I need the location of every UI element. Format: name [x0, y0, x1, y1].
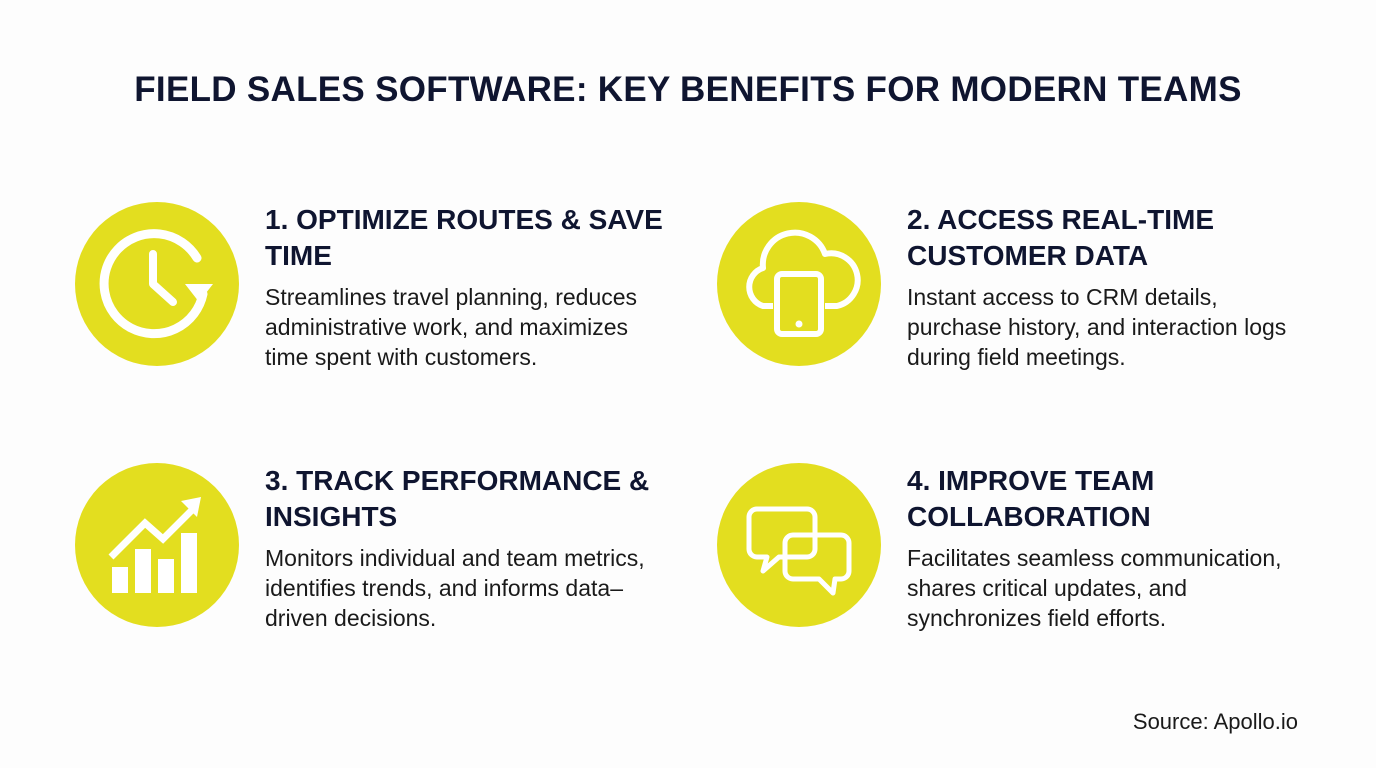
source-citation: Source: Apollo.io [1132, 709, 1298, 734]
benefit-heading: 3. TRACK PERFORMANCE & INSIGHTS [265, 465, 650, 532]
chat-bubbles-icon [717, 463, 881, 627]
clock-refresh-icon [75, 202, 239, 366]
benefit-card-customer-data: 2. ACCESS REAL-TIME CUSTOMER DATA Instan… [717, 202, 1317, 422]
benefit-description: Instant access to CRM details, purchase … [907, 284, 1287, 370]
growth-chart-icon [75, 463, 239, 627]
benefit-heading: 4. IMPROVE TEAM COLLABORATION [907, 465, 1155, 532]
benefit-heading: 1. OPTIMIZE ROUTES & SAVE TIME [265, 204, 663, 271]
benefit-description: Streamlines travel planning, reduces adm… [265, 284, 638, 370]
benefit-card-performance: 3. TRACK PERFORMANCE & INSIGHTS Monitors… [75, 463, 675, 683]
page-title: FIELD SALES SOFTWARE: KEY BENEFITS FOR M… [134, 70, 1242, 109]
benefit-heading: 2. ACCESS REAL-TIME CUSTOMER DATA [907, 204, 1214, 271]
benefit-card-collaboration: 4. IMPROVE TEAM COLLABORATION Facilitate… [717, 463, 1317, 683]
benefit-card-routes: 1. OPTIMIZE ROUTES & SAVE TIME Streamlin… [75, 202, 675, 422]
benefit-description: Facilitates seamless communication, shar… [907, 545, 1282, 631]
cloud-tablet-icon [717, 202, 881, 366]
benefit-description: Monitors individual and team metrics, id… [265, 545, 645, 631]
